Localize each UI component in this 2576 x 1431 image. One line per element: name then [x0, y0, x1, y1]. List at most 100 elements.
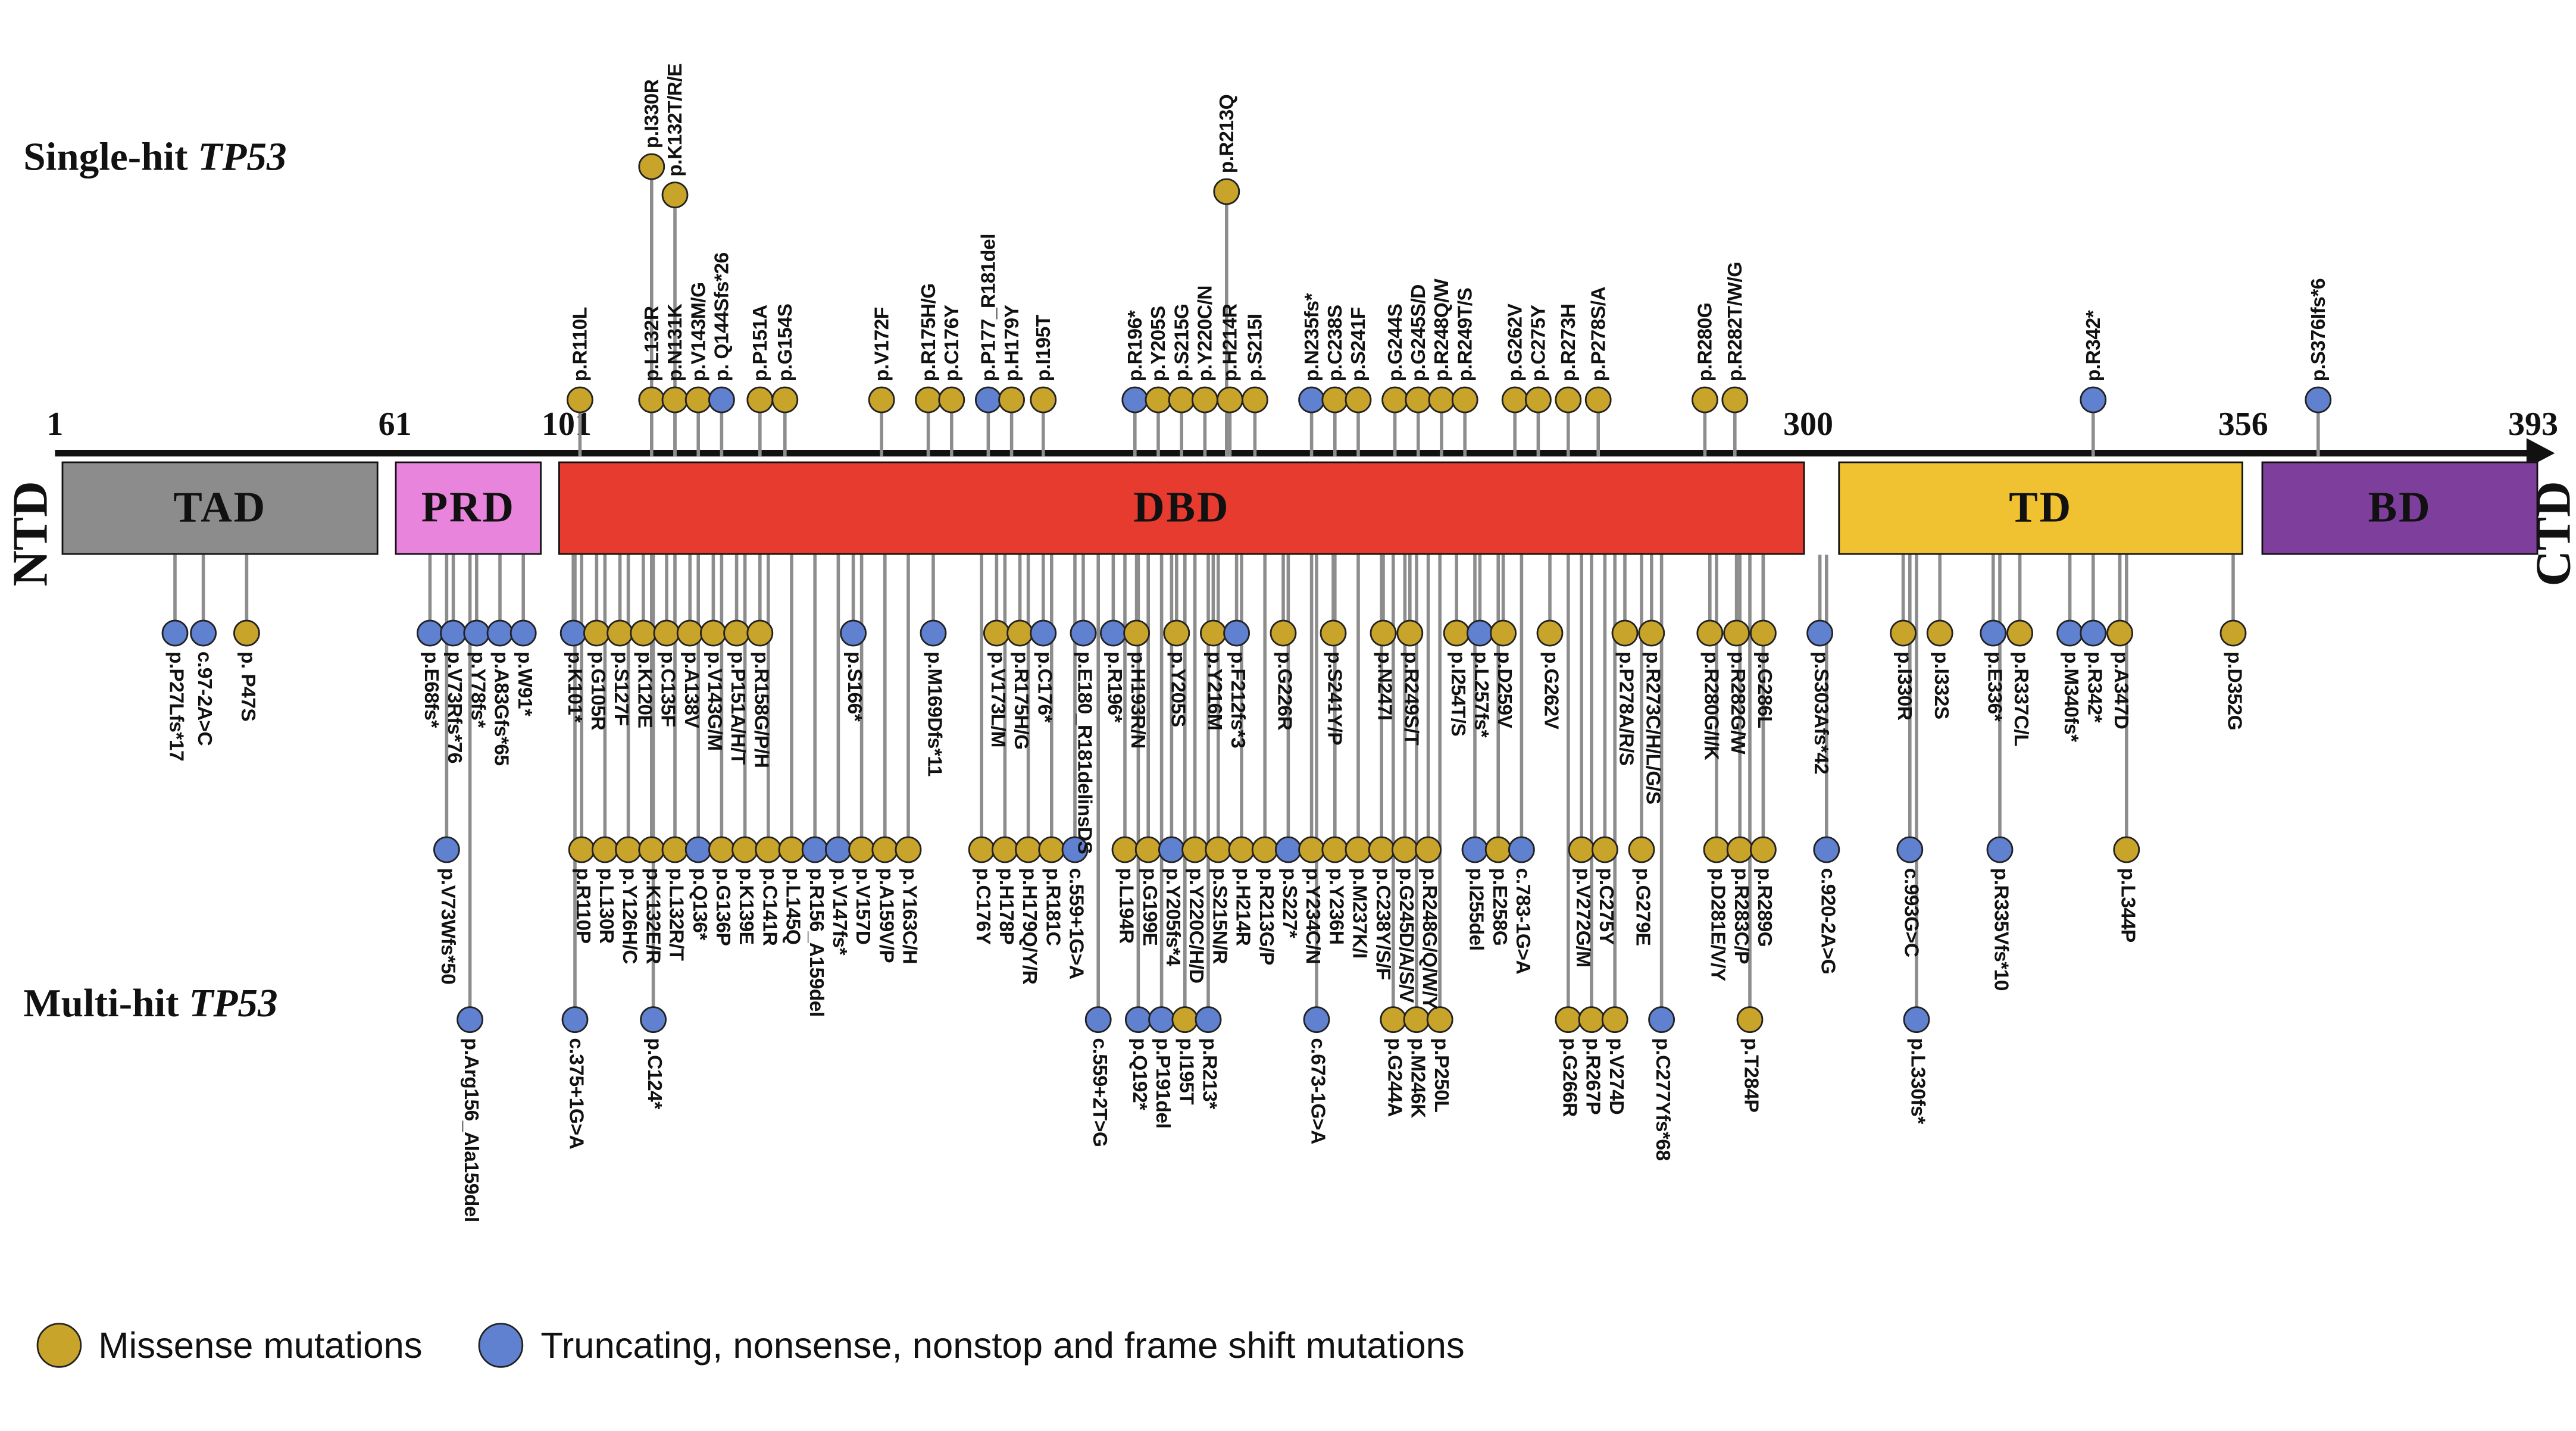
missense-mutation-marker — [1525, 386, 1552, 414]
lollipop-stem — [1357, 400, 1359, 457]
axis-tick-356: 356 — [2218, 406, 2268, 443]
lollipop-stem — [642, 555, 645, 633]
lollipop-stem — [1124, 555, 1126, 850]
lollipop-stem — [852, 555, 855, 633]
domain-prd: PRD — [395, 461, 542, 555]
mutation-label: p.H193R/N — [1126, 651, 1149, 749]
domain-td: TD — [1838, 461, 2243, 555]
mutation-label: p.R289G — [1752, 868, 1776, 947]
mutation-label: p.K139E — [734, 868, 758, 945]
missense-mutation-marker — [1578, 1006, 1605, 1033]
mutation-label: p.L130R — [594, 868, 618, 944]
lollipop-stem — [1003, 555, 1006, 850]
mutation-label: p.D352G — [2222, 651, 2246, 731]
lollipop-stem — [1228, 400, 1231, 457]
missense-mutation-marker — [1451, 386, 1478, 414]
lollipop-stem — [987, 400, 990, 457]
lollipop-stem — [650, 167, 653, 457]
lollipop-stem — [1240, 555, 1243, 850]
truncating-mutation-marker — [463, 619, 490, 647]
lollipop-stem — [689, 555, 692, 633]
truncating-mutation-marker — [1195, 1006, 1222, 1033]
missense-mutation-marker — [746, 619, 774, 647]
domain-dbd: DBD — [558, 461, 1805, 555]
mutation-label: p.C176* — [1032, 651, 1056, 723]
mutation-label: p.R282G/W — [1725, 651, 1749, 754]
missense-mutation-marker — [1555, 386, 1582, 414]
mutation-label: c.559+2T>G — [1087, 1038, 1111, 1147]
gene-symbol: TP53 — [189, 983, 278, 1026]
mutation-label: p.S166* — [842, 651, 866, 722]
truncating-mutation-marker — [1158, 836, 1185, 863]
lollipop-stem — [1133, 400, 1136, 457]
lollipop-stem — [1520, 555, 1523, 850]
lollipop-stem — [202, 555, 205, 633]
mutation-label: p. P47S — [236, 651, 260, 722]
lollipop-stem — [927, 400, 930, 457]
mutation-label: p.E258G — [1487, 868, 1511, 946]
mutation-label: p.C275Y — [1525, 305, 1549, 382]
lollipop-stem — [1018, 555, 1021, 633]
lollipop-stem — [1382, 555, 1384, 633]
mutation-label: p.R267P — [1580, 1038, 1604, 1115]
lollipop-stem — [860, 555, 863, 850]
lollipop-stem — [1042, 400, 1045, 457]
lollipop-stem — [1097, 555, 1100, 1020]
missense-mutation-marker — [1217, 386, 1243, 414]
mutation-label: p.P151A — [747, 305, 771, 382]
mutation-label: p.S376Ifs*6 — [2305, 278, 2329, 382]
truncating-mutation-marker — [920, 619, 947, 647]
truncating-mutation-marker — [825, 836, 852, 863]
missense-mutation-marker — [915, 386, 942, 414]
lollipop-stem — [1597, 400, 1600, 457]
lollipop-stem — [1282, 555, 1284, 633]
missense-mutation-marker — [676, 619, 704, 647]
mutation-label: p.Y220C/N — [1192, 286, 1216, 382]
mutation-label: p.G262V — [1539, 651, 1562, 729]
missense-mutation-marker — [653, 619, 680, 647]
mutation-label: p.L257fs* — [1469, 651, 1493, 738]
mutation-label: p.R249T/S — [1452, 287, 1476, 382]
missense-mutation-marker — [723, 619, 750, 647]
missense-mutation-marker — [746, 386, 774, 414]
mutation-label: p.R282T/W/G — [1722, 262, 1746, 382]
lollipop-stem — [1427, 555, 1430, 850]
lollipop-stem — [1549, 555, 1551, 633]
truncating-mutation-marker — [1467, 619, 1493, 647]
missense-mutation-marker — [1392, 836, 1418, 863]
mutation-label: p.S227* — [1277, 868, 1301, 938]
missense-mutation-marker — [567, 386, 593, 414]
legend-item-truncating: Truncating, nonsense, nonstop and frame … — [479, 1323, 1465, 1368]
missense-mutation-marker — [1163, 619, 1190, 647]
truncating-mutation-marker — [440, 619, 467, 647]
missense-mutation-marker — [871, 836, 899, 863]
mutation-label: p.R110P — [571, 868, 595, 944]
lollipop-stem — [1650, 555, 1653, 633]
lollipop-stem — [1749, 555, 1751, 1020]
lollipop-stem — [2118, 555, 2121, 633]
lollipop-stem — [1147, 555, 1150, 850]
lollipop-stem — [1640, 555, 1643, 850]
mutation-label: p.P177_R181del — [976, 234, 999, 382]
lollipop-stem — [1624, 555, 1626, 633]
mutation-label: p.C141R — [757, 868, 781, 946]
lollipop-stem — [1403, 555, 1406, 850]
mutation-label: p.C277Yfs*68 — [1650, 1038, 1674, 1161]
missense-mutation-marker — [992, 836, 1018, 863]
mutation-label: p.T284P — [1739, 1038, 1762, 1113]
mutation-label: p.C176Y — [939, 305, 962, 382]
mutation-label: p.C176Y — [971, 868, 995, 945]
lollipop-stem — [1217, 555, 1220, 850]
missense-mutation-marker — [1601, 1006, 1628, 1033]
mutation-label: p.M340fs* — [2059, 651, 2083, 742]
mutation-label: p.V274D — [1604, 1038, 1628, 1115]
truncating-mutation-marker — [1100, 619, 1127, 647]
lollipop-stem — [1135, 555, 1138, 633]
domain-label-prd: PRD — [421, 483, 515, 532]
missense-mutation-marker — [1251, 836, 1278, 863]
mutation-label: p.Y205S — [1165, 651, 1189, 727]
lollipop-stem — [1590, 555, 1593, 1020]
truncating-mutation-marker — [559, 619, 587, 647]
mutation-label: p.G286L — [1752, 651, 1776, 728]
lollipop-stem — [1207, 555, 1209, 1020]
